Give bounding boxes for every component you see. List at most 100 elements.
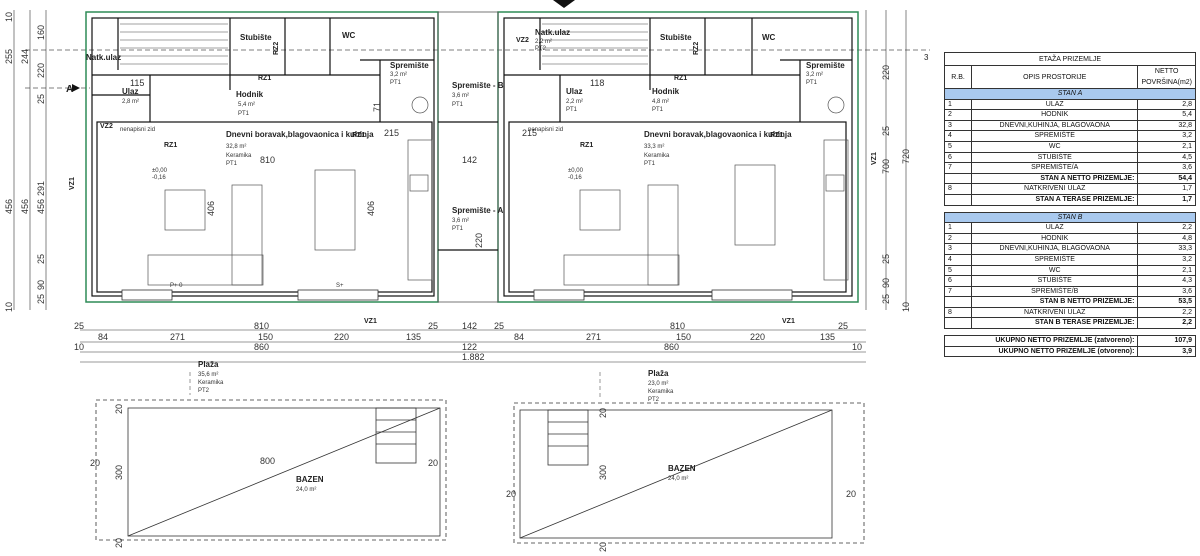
inner-dim-10: 71 [372,102,382,112]
mat2-plaza-b: PT2 [648,397,660,403]
dim-left-3: 160 [36,25,46,40]
total-open-label: UKUPNO NETTO PRIZEMLJE (otvoreno): [943,345,1139,358]
dim-bottom2-3: 220 [334,332,349,342]
area-dnevni-a: 32,8 m² [226,144,246,150]
mat2-dnevni-a: PT1 [226,161,238,167]
stan-a-netto-value: 54,4 [1137,172,1196,185]
dim-right-1: 25 [881,126,891,136]
dim-bottom1-2: 25 [428,321,438,331]
row-b-extra-val: 2,2 [1137,306,1196,319]
room-plaza-a: Plaža [198,360,219,369]
inner-dim-12: 118 [590,78,604,88]
inner-dim-5: 215 [522,128,537,138]
level-zero-a: ±0,00 [152,168,168,174]
code-vz1-right: VZ1 [871,152,878,165]
code-vz1-b: VZ1 [782,318,795,325]
inner-dim-1: 406 [206,201,216,216]
stan-b-terase-label: STAN B TERASE PRIZEMLJE: [970,317,1139,330]
pool-area-a: 24,0 m² [296,487,316,493]
mat-natk-ulaz-b: PT2 [535,46,547,52]
code-rz1-a2: RZ1 [164,142,177,149]
dim-right-5: 90 [881,278,891,288]
dim-bottom3-4: 10 [852,342,862,352]
row-b-val: 3,2 [1137,253,1196,266]
row-b-val: 2,2 [1137,222,1196,234]
row-a-val: 3,6 [1137,162,1196,174]
code-vz2-b: VZ2 [516,37,529,44]
pool-label-a: BAZEN [296,475,324,484]
dim-right-3: 700 [881,159,891,174]
area-spremiste-b-mid: 3,6 m² [452,93,469,99]
inner-dim-11: 115 [130,78,144,88]
mat-spremiste-b-top: PT1 [806,80,818,86]
level-zero-b: ±0,00 [568,168,584,174]
dim-bottom2-4: 135 [406,332,421,342]
dim-bottom1-5: 810 [670,321,685,331]
room-stubiste-a: Stubište [240,33,272,42]
stan-b-netto-value: 53,5 [1137,296,1196,308]
dim-left-6: 291 [36,181,46,196]
area-spremiste-a-top: 3,2 m² [390,72,407,78]
row-a-name: WC [970,140,1139,153]
building-walls [85,11,859,303]
mat-hodnik-b: PT1 [652,107,664,113]
area-ulaz-b: 2,2 m² [566,99,583,105]
section-label-3: 3 [924,53,929,62]
mat-spremiste-a-mid: PT1 [452,226,464,232]
level-minus-a: -0,16 [152,175,166,181]
row-a-val: 32,8 [1137,119,1196,132]
dim-bottom2-0: 84 [98,332,108,342]
row-b-n: 2 [944,232,972,245]
row-a-name: SPREMIŠTE/A [970,162,1139,174]
inner-dim-8: 220 [474,233,484,248]
stan-a-terase-label: STAN A TERASE PRIZEMLJE: [970,193,1139,206]
dim-left-0: 10 [4,12,14,22]
row-b-n: 6 [944,275,972,287]
dim-left-1: 255 [4,49,14,64]
row-b-val: 2,1 [1137,264,1196,277]
table-header-area-2: POVRŠINA(m2) [1141,79,1192,86]
room-wc-b: WC [762,33,776,42]
dim-bottom2-5: 84 [514,332,524,342]
row-a-n: 7 [944,162,972,174]
pool-dim-len-a: 800 [260,456,275,466]
stan-a-netto-label: STAN A NETTO PRIZEMLJE: [970,172,1139,185]
row-b-val: 3,6 [1137,285,1196,298]
dim-bottom3-0: 10 [74,342,84,352]
pool-dim-e-b1: 20 [506,489,516,499]
area-natk-ulaz-b: 2,2 m² [535,39,552,45]
room-dnevni-b: Dnevni boravak,blagovaonica i kuhinja [644,130,792,139]
inner-dim-4: 142 [462,155,477,165]
pool-label-b: BAZEN [668,464,696,473]
room-spremiste-b-mid: Spremište - B [452,81,504,90]
pool-dim-e-b3: 20 [598,408,608,418]
row-a-val: 3,2 [1137,130,1196,142]
pool-a [95,399,447,541]
row-a-n: 2 [944,109,972,121]
row-b-name: WC [970,264,1139,277]
section-label-a: A [66,84,73,95]
room-spremiste-b-top: Spremište [806,61,845,70]
room-dnevni-a: Dnevni boravak,blagovaonica i kuhinja [226,130,374,139]
row-a-val: 4,5 [1137,151,1196,164]
pool-area-b: 24,0 m² [668,476,688,482]
mat-plaza-a: Keramika [198,380,224,386]
dim-left-11: 90 [36,280,46,290]
area-hodnik-b: 4,8 m² [652,99,669,105]
room-ulaz-a: Ulaz [122,87,138,96]
inner-dim-3: 215 [384,128,399,138]
row-b-name: ULAZ [970,222,1139,234]
room-stubiste-b: Stubište [660,33,692,42]
room-ulaz-b: Ulaz [566,87,582,96]
area-plaza-a: 35,6 m² [198,372,218,378]
area-ulaz-a: 2,8 m² [122,99,139,105]
dim-bottom1-0: 25 [74,321,84,331]
